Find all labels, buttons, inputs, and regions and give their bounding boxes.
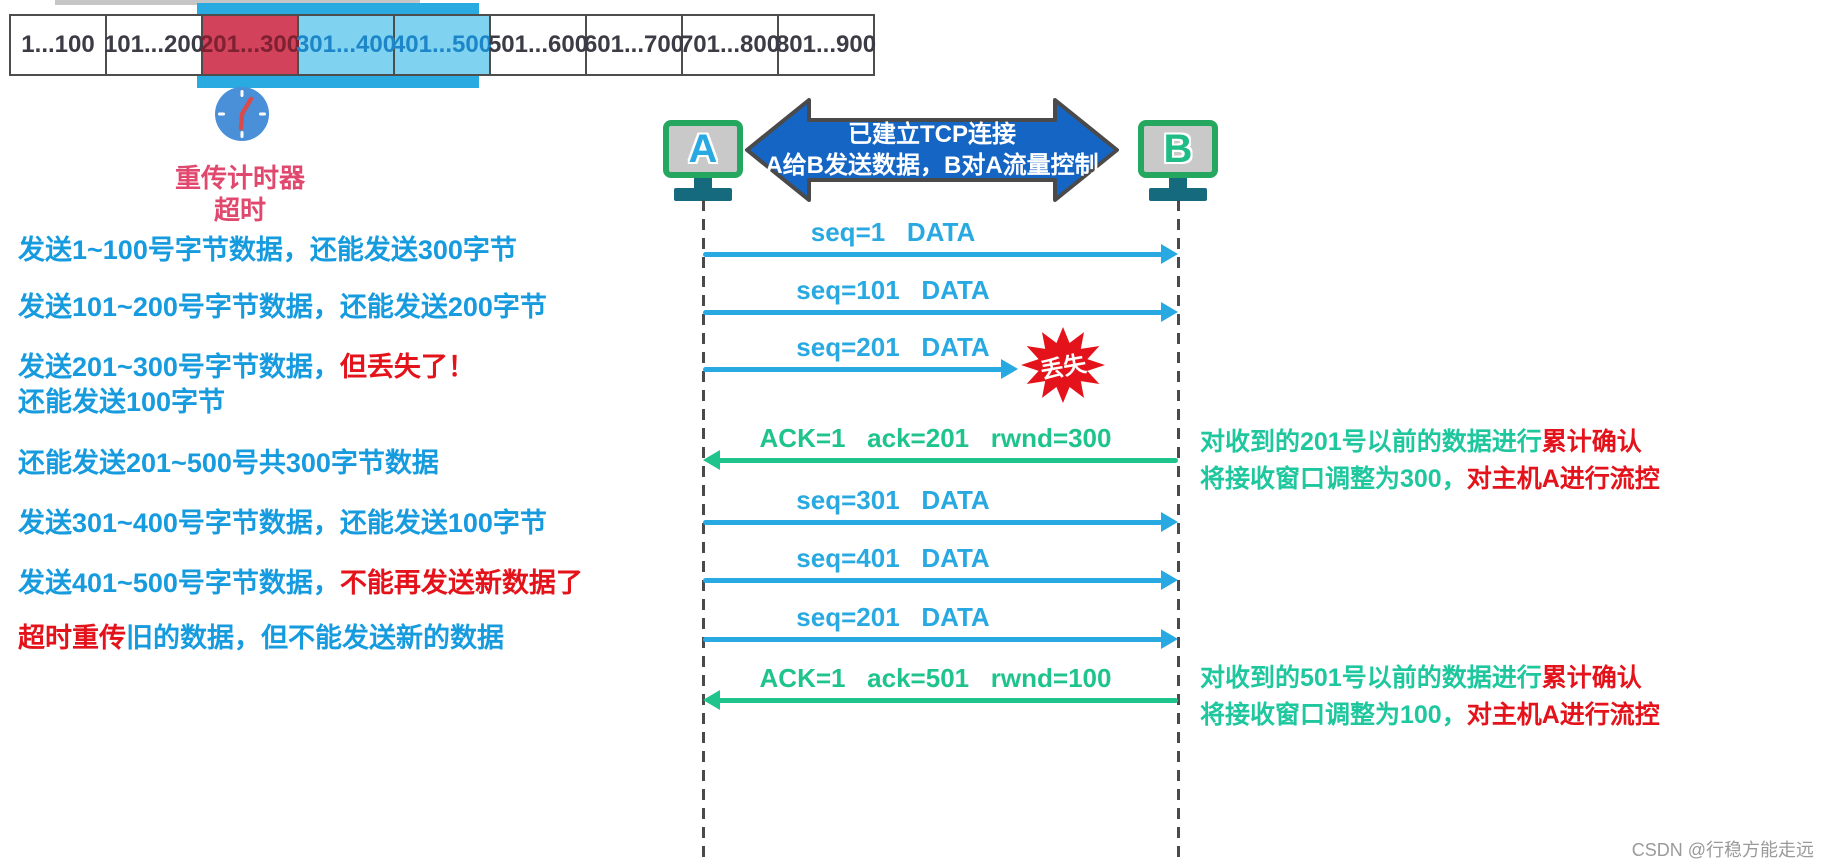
left-note-1: 发送1~100号字节数据，还能发送300字节: [18, 233, 517, 267]
note-text: 对收到的501号以前的数据进行: [1200, 664, 1542, 692]
note-highlight: 累计确认: [1541, 428, 1642, 456]
message-seq-301: seq=301 DATA: [703, 484, 1178, 532]
note-text: 发送1~100号字节数据，还能发送300字节: [18, 235, 517, 265]
message-ack-501: ACK=1 ack=501 rwnd=100: [703, 662, 1178, 710]
byte-range-cell: 501...600: [487, 16, 589, 74]
host-b-monitor-icon: B: [1138, 120, 1218, 178]
arrow-left-icon: [703, 690, 1178, 710]
note-text: 发送401~500号字节数据，: [18, 568, 340, 598]
byte-range-cell: 701...800: [679, 16, 781, 74]
note-text: 对收到的201号以前的数据进行: [1200, 428, 1542, 456]
note-text: 旧的数据，但不能发送新的数据: [126, 623, 504, 653]
arrow-right-icon: [703, 629, 1178, 649]
byte-range-label: 801...900: [775, 31, 877, 58]
message-label: ACK=1 ack=201 rwnd=300: [759, 423, 1112, 453]
right-note-line: 将接收窗口调整为300，对主机A进行流控: [1200, 461, 1660, 498]
note-highlight: 对主机A进行流控: [1466, 465, 1660, 493]
top-edge-strip: [55, 0, 420, 5]
banner-line2: A给B发送数据，B对A流量控制: [765, 152, 1099, 179]
clock-icon: [215, 87, 269, 141]
message-label: seq=101 DATA: [796, 275, 990, 305]
monitor-stand: [1149, 188, 1207, 201]
host-a-monitor-icon: A: [663, 120, 743, 178]
lost-label: 丢失: [1038, 350, 1089, 384]
byte-range-label: 401...500: [391, 31, 493, 58]
byte-range-cell: 101...200: [103, 16, 205, 74]
host-b: B: [1138, 120, 1218, 201]
byte-range-label: 1...100: [21, 31, 95, 58]
timer-label-line2: 超时: [213, 195, 266, 225]
byte-range-table: 1...100 101...200 201...300 301...400 40…: [9, 14, 877, 76]
tcp-connection-banner: 已建立TCP连接 A给B发送数据，B对A流量控制: [745, 94, 1119, 206]
note-text: 还能发送201~500号共300字节数据: [18, 448, 439, 478]
note-text: 将接收窗口调整为100，: [1200, 701, 1467, 729]
arrow-left-icon: [703, 450, 1178, 470]
byte-range-cell: 1...100: [11, 16, 107, 74]
byte-range-cell: 801...900: [775, 16, 877, 74]
arrow-right-icon: [703, 359, 1018, 379]
right-note-1: 对收到的201号以前的数据进行累计确认 将接收窗口调整为300，对主机A进行流控: [1200, 424, 1660, 498]
message-seq-201-lost: seq=201 DATA 丢失: [703, 327, 1178, 403]
byte-range-label: 501...600: [487, 31, 589, 58]
note-text: 发送101~200号字节数据，还能发送200字节: [18, 292, 547, 322]
right-note-line: 对收到的501号以前的数据进行累计确认: [1200, 660, 1660, 697]
banner-line1: 已建立TCP连接: [848, 121, 1016, 148]
byte-range-cell-window: 401...500: [391, 16, 493, 74]
monitor-stand: [1169, 178, 1187, 188]
host-a-label: A: [688, 127, 718, 171]
byte-range-label: 201...300: [199, 31, 301, 58]
arrow-right-icon: [703, 302, 1178, 322]
note-highlight: 累计确认: [1541, 664, 1642, 692]
monitor-stand: [694, 178, 712, 188]
message-seq-401: seq=401 DATA: [703, 542, 1178, 590]
left-note-5: 还能发送201~500号共300字节数据: [18, 446, 439, 480]
byte-range-cell: 601...700: [583, 16, 685, 74]
message-label: seq=1 DATA: [810, 217, 976, 247]
host-a: A: [663, 120, 743, 201]
double-arrow-icon: [745, 98, 1119, 202]
byte-range-label: 601...700: [583, 31, 685, 58]
note-text: 还能发送100字节: [18, 387, 226, 417]
left-note-7: 发送401~500号字节数据，不能再发送新数据了: [18, 566, 583, 600]
arrow-right-icon: [703, 244, 1178, 264]
monitor-stand: [674, 188, 732, 201]
byte-range-label: 701...800: [679, 31, 781, 58]
arrow-right-icon: [703, 570, 1178, 590]
message-seq-101: seq=101 DATA: [703, 274, 1178, 322]
byte-range-cell-lost: 201...300: [199, 16, 301, 74]
message-label: seq=201 DATA: [796, 332, 990, 362]
left-note-3: 发送201~300号字节数据，但丢失了！: [18, 350, 475, 384]
note-text: 发送301~400号字节数据，还能发送100字节: [18, 508, 547, 538]
left-note-8: 超时重传旧的数据，但不能发送新的数据: [18, 621, 504, 655]
message-label: seq=201 DATA: [796, 602, 990, 632]
host-b-label: B: [1163, 127, 1193, 171]
note-highlight: 对主机A进行流控: [1466, 701, 1660, 729]
message-label: seq=301 DATA: [796, 485, 990, 515]
left-note-6: 发送301~400号字节数据，还能发送100字节: [18, 506, 547, 540]
right-note-line: 对收到的201号以前的数据进行累计确认: [1200, 424, 1660, 461]
message-seq-1: seq=1 DATA: [703, 216, 1178, 264]
note-highlight: 不能再发送新数据了: [339, 568, 583, 598]
message-label: ACK=1 ack=501 rwnd=100: [759, 663, 1112, 693]
byte-range-label: 101...200: [103, 31, 205, 58]
left-note-4: 还能发送100字节: [18, 385, 225, 419]
message-ack-201: ACK=1 ack=201 rwnd=300: [703, 422, 1178, 470]
right-note-line: 将接收窗口调整为100，对主机A进行流控: [1200, 697, 1660, 734]
note-text: 将接收窗口调整为300，: [1200, 465, 1467, 493]
arrow-right-icon: [703, 512, 1178, 532]
banner-text: 已建立TCP连接 A给B发送数据，B对A流量控制: [765, 94, 1098, 206]
byte-range-cell-window: 301...400: [295, 16, 397, 74]
watermark: CSDN @行稳方能走远: [1631, 840, 1814, 860]
note-text: 发送201~300号字节数据，: [18, 352, 340, 382]
host-a-lifeline: [702, 200, 705, 861]
timer-label-line1: 重传计时器: [174, 163, 305, 193]
note-highlight: 超时重传: [18, 623, 126, 653]
byte-range-label: 301...400: [295, 31, 397, 58]
message-label: seq=401 DATA: [796, 543, 990, 573]
left-note-2: 发送101~200号字节数据，还能发送200字节: [18, 290, 547, 324]
right-note-2: 对收到的501号以前的数据进行累计确认 将接收窗口调整为100，对主机A进行流控: [1200, 660, 1660, 734]
host-b-lifeline: [1177, 200, 1180, 861]
note-highlight: 但丢失了！: [339, 352, 475, 382]
message-seq-201-retransmit: seq=201 DATA: [703, 601, 1178, 649]
